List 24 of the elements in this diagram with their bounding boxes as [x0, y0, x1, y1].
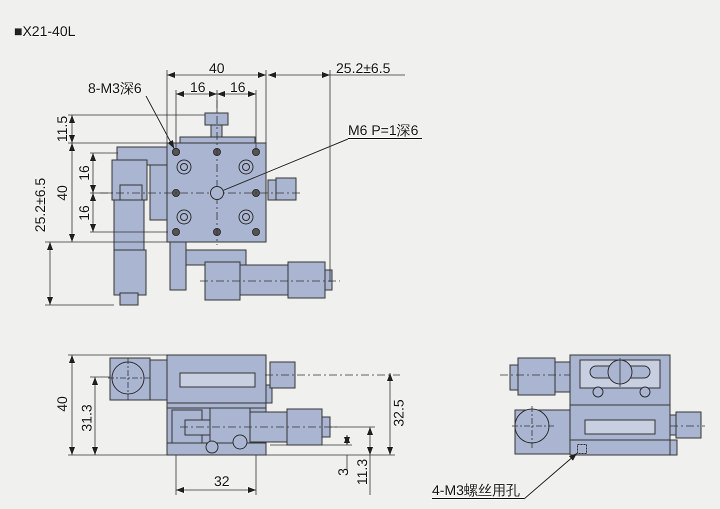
title: ■X21-40L: [14, 22, 76, 41]
dimension-label: 25.2±6.5: [32, 178, 48, 232]
dimension-label: 16: [190, 79, 206, 95]
dimension-label: 11.5: [54, 116, 70, 142]
callout-text: M6 P=1深6: [348, 122, 422, 139]
dimension-label: 32.5: [390, 399, 406, 427]
hole: [172, 148, 180, 156]
callout-text: 8-M3深6: [88, 80, 146, 96]
dimension-label: 25.2±6.5: [336, 60, 390, 76]
dimension-label: 16: [76, 205, 92, 221]
dimension-label: 16: [76, 165, 92, 181]
callout-text: 4-M3螺丝用孔: [432, 482, 524, 499]
dimension-label: 16: [230, 79, 246, 95]
dimension-label: 3: [334, 468, 351, 476]
dimension-label: 11.3: [354, 458, 370, 486]
dimension-label: 40: [54, 396, 70, 412]
leader-line: [146, 96, 175, 149]
leader-line: [222, 138, 348, 191]
dimension-label: 32: [214, 473, 230, 489]
mounting-hole: [577, 444, 587, 454]
dimension-label: 40: [54, 185, 70, 201]
leader-line: [524, 452, 578, 500]
dimension-label: 31.3: [78, 404, 94, 432]
dimension-label: 40: [209, 60, 225, 76]
